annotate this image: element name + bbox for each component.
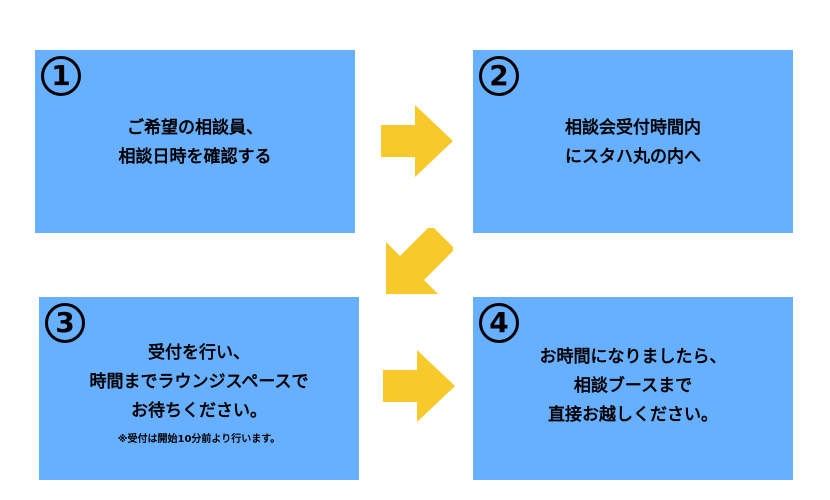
step-2-line-2: にスタハ丸の内へ — [565, 147, 701, 167]
step-3-note: ※受付は開始10分前より行います。 — [117, 434, 281, 445]
step-3-text: 受付を行い、 時間までラウンジスペースで お待ちください。 ※受付は開始10分前… — [39, 339, 359, 450]
arrow-down-left-shape — [386, 228, 453, 294]
arrow-right-2-icon — [383, 350, 455, 422]
step-4-line-1: お時間になりましたら、 — [539, 347, 727, 367]
arrow-right-icon — [381, 105, 453, 177]
step-4-number: 4 — [479, 303, 519, 343]
step-3-line-3: お待ちください。 — [131, 401, 267, 421]
step-4-box: 4 お時間になりましたら、 相談ブースまで 直接お越しください。 — [473, 297, 793, 480]
step-2-number: 2 — [479, 56, 519, 96]
step-1-number: 1 — [41, 56, 81, 96]
step-2-box: 2 相談会受付時間内 にスタハ丸の内へ — [473, 50, 793, 233]
step-4-line-3: 直接お越しください。 — [548, 405, 718, 425]
step-1-line-1: ご希望の相談員、 — [127, 118, 263, 138]
step-2-text: 相談会受付時間内 にスタハ丸の内へ — [473, 114, 793, 172]
step-4-text: お時間になりましたら、 相談ブースまで 直接お越しください。 — [473, 343, 793, 430]
step-1-line-2: 相談日時を確認する — [118, 147, 272, 167]
step-1-box: 1 ご希望の相談員、 相談日時を確認する — [35, 50, 355, 233]
step-3-number: 3 — [45, 303, 85, 343]
step-1-text: ご希望の相談員、 相談日時を確認する — [35, 114, 355, 172]
arrow-right-shape — [381, 105, 453, 177]
arrow-down-left-icon — [386, 228, 453, 294]
step-2-line-1: 相談会受付時間内 — [565, 118, 701, 138]
step-4-line-2: 相談ブースまで — [573, 376, 693, 396]
arrow-right-2-shape — [383, 350, 455, 422]
step-3-box: 3 受付を行い、 時間までラウンジスペースで お待ちください。 ※受付は開始10… — [39, 297, 359, 480]
step-3-line-2: 時間までラウンジスペースで — [89, 372, 309, 392]
step-3-line-1: 受付を行い、 — [148, 343, 250, 363]
